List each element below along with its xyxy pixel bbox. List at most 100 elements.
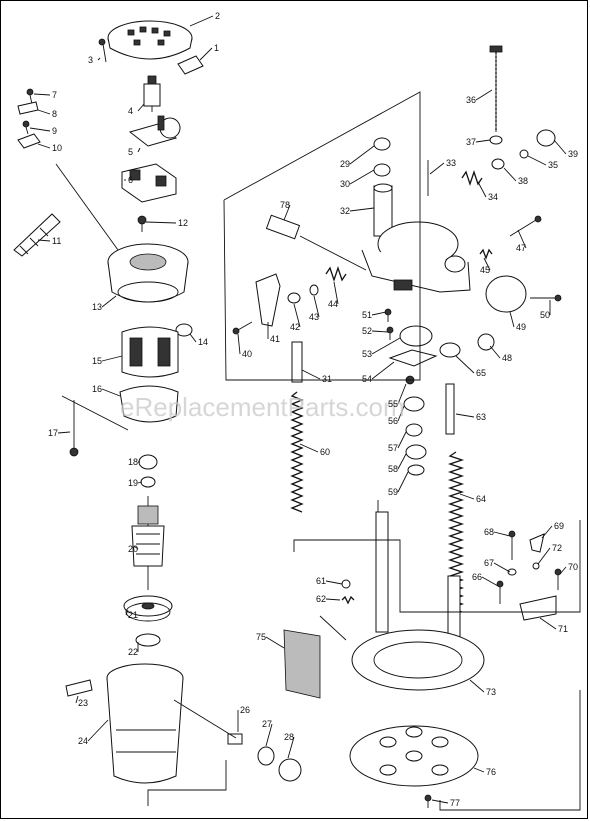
part-19-bearing: [140, 476, 156, 488]
part-54-plate: [388, 349, 438, 367]
part-68-screw: [508, 530, 516, 560]
part-label-8: 8: [52, 109, 57, 119]
leader-line-33: [429, 162, 445, 175]
leader-line-65: [455, 355, 475, 374]
leader-line-58: [397, 453, 407, 470]
part-label-2: 2: [215, 11, 220, 21]
leader-line-43: [313, 295, 320, 318]
part-label-9: 9: [52, 126, 57, 136]
leader-line-16: [101, 388, 121, 397]
part-9-screw: [22, 120, 30, 135]
leader-line-52: [371, 330, 389, 333]
part-number-labels: 1234567891011121314151617181920212223242…: [48, 11, 578, 808]
part-24-housing: [106, 663, 184, 784]
leader-line-54: [371, 361, 395, 380]
leader-line-38: [503, 167, 517, 182]
part-label-72: 72: [552, 543, 562, 553]
leader-line-8: [37, 109, 51, 115]
part-50-bolt: [530, 294, 562, 302]
leader-line-47: [517, 229, 527, 249]
leader-line-3: [97, 57, 101, 61]
part-42-screw: [287, 292, 301, 304]
leader-line-73: [469, 679, 485, 693]
part-2-top-cap: [107, 20, 193, 60]
leader-line-12: [145, 221, 177, 224]
leader-line-60: [299, 443, 319, 453]
part-label-43: 43: [309, 312, 319, 322]
part-label-77: 77: [450, 798, 460, 808]
part-51-screw: [384, 308, 392, 322]
part-65-ring: [439, 342, 461, 358]
part-22-washer: [135, 633, 161, 647]
part-label-54: 54: [362, 374, 372, 384]
part-13-motor-housing: [107, 243, 189, 303]
leader-line-49: [509, 311, 515, 328]
part-6-holder: [121, 163, 177, 203]
part-label-52: 52: [362, 326, 372, 336]
part-label-35: 35: [548, 160, 558, 170]
part-label-64: 64: [476, 494, 486, 504]
part-label-20: 20: [128, 544, 138, 554]
leader-line-35: [527, 155, 547, 166]
part-label-39: 39: [568, 149, 578, 159]
leader-line-21: [125, 609, 129, 616]
part-label-56: 56: [388, 416, 398, 426]
part-49-knob: [485, 275, 527, 313]
guide-lines: [55, 91, 581, 811]
leader-line-1: [199, 47, 213, 61]
leader-line-51: [371, 311, 387, 316]
leader-line-76: [473, 767, 485, 773]
part-36-threaded-rod: [489, 45, 503, 132]
part-label-18: 18: [128, 457, 138, 467]
leader-line-56: [397, 405, 405, 422]
part-label-32: 32: [340, 206, 350, 216]
leader-line-27: [265, 723, 273, 747]
leader-line-64: [459, 493, 475, 500]
part-15-stator: [121, 326, 179, 378]
leader-line-23: [75, 695, 79, 704]
part-label-12: 12: [178, 218, 188, 228]
part-label-41: 41: [270, 334, 280, 344]
leader-line-59: [397, 471, 409, 493]
part-17-long-screw: [69, 400, 79, 457]
part-label-68: 68: [484, 527, 494, 537]
part-53-bearing: [399, 325, 433, 347]
part-47-screw: [509, 215, 542, 237]
part-28-cap: [278, 758, 302, 782]
part-label-55: 55: [388, 399, 398, 409]
part-11-cord-guard: [13, 213, 61, 257]
part-60-spring: [290, 391, 304, 513]
part-40-screw: [232, 321, 253, 335]
part-label-1: 1: [214, 43, 219, 53]
leader-line-39: [553, 139, 567, 155]
part-label-27: 27: [262, 719, 272, 729]
leader-line-9: [29, 127, 51, 132]
part-39-knob: [536, 129, 556, 147]
part-label-47: 47: [516, 243, 526, 253]
part-38-nut: [491, 158, 505, 170]
leader-line-72: [537, 547, 551, 565]
leader-line-28: [287, 736, 295, 759]
part-20-armature: [131, 496, 165, 590]
leader-line-14: [189, 333, 197, 343]
part-69-block: [529, 533, 545, 553]
part-label-78: 78: [280, 200, 290, 210]
leader-line-4: [137, 103, 145, 112]
part-label-50: 50: [540, 310, 550, 320]
leader-line-53: [371, 337, 401, 355]
leader-line-31: [301, 369, 321, 380]
part-label-69: 69: [554, 521, 564, 531]
part-label-36: 36: [466, 95, 476, 105]
leader-line-70: [559, 566, 567, 575]
leader-line-11: [37, 239, 51, 242]
part-label-26: 26: [240, 705, 250, 715]
part-72-pin: [532, 562, 540, 570]
part-label-49: 49: [516, 322, 526, 332]
leader-line-17: [57, 431, 71, 434]
part-label-17: 17: [48, 428, 58, 438]
part-label-15: 15: [92, 356, 102, 366]
part-label-67: 67: [484, 558, 494, 568]
leader-line-2: [189, 15, 214, 27]
part-label-5: 5: [128, 147, 133, 157]
